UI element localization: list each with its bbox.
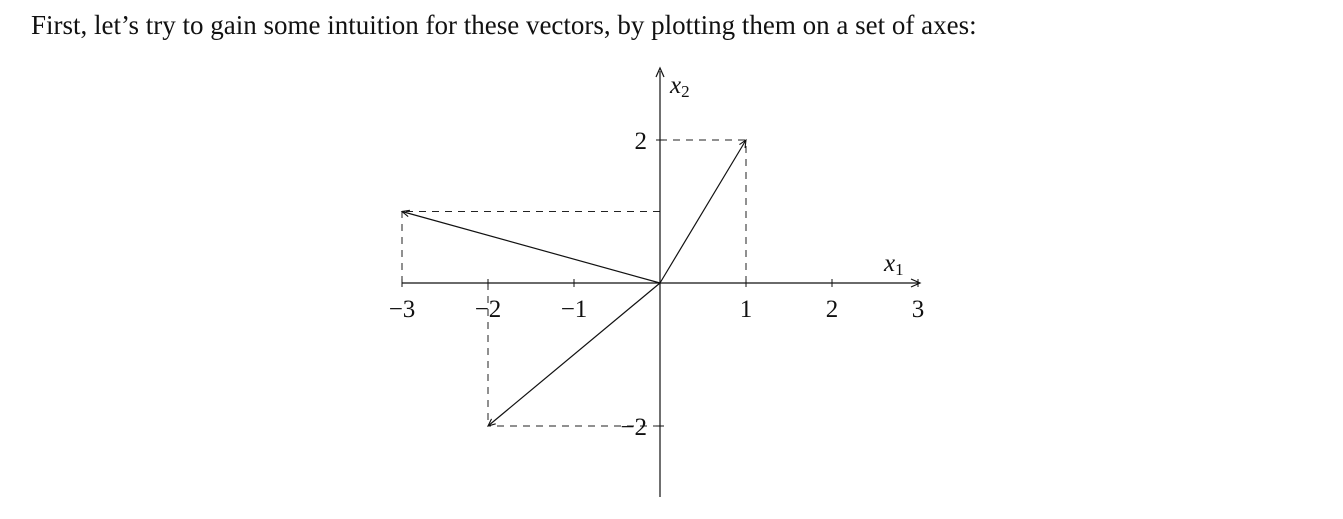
intro-paragraph: First, let’s try to gain some intuition …	[31, 10, 977, 40]
y-tick-label: −2	[620, 414, 647, 441]
x-tick-label: −1	[561, 296, 588, 323]
x-axis-label: x1	[883, 250, 904, 279]
vector-line	[487, 282, 661, 427]
vectors	[400, 138, 747, 427]
x-tick-label: 1	[740, 296, 753, 323]
x-tick-label: −3	[389, 296, 416, 323]
vector-arrowhead	[739, 138, 747, 149]
x-tick-label: 2	[826, 296, 839, 323]
vector-line	[659, 139, 747, 284]
projection-guides	[401, 139, 747, 427]
x-tick-label: −2	[475, 296, 502, 323]
y-tick-label: 2	[635, 128, 648, 155]
x-axis-arrowhead	[910, 278, 922, 288]
axis-ticks: −3 −2 −1 1 2 3 2 −2	[389, 128, 925, 441]
vector-arrowhead	[400, 209, 410, 218]
vector-line	[401, 210, 661, 284]
y-axis-label: x2	[669, 72, 690, 101]
vector-arrowhead	[486, 418, 496, 427]
y-axis-arrowhead	[655, 66, 665, 78]
x-tick-label: 3	[912, 296, 925, 323]
